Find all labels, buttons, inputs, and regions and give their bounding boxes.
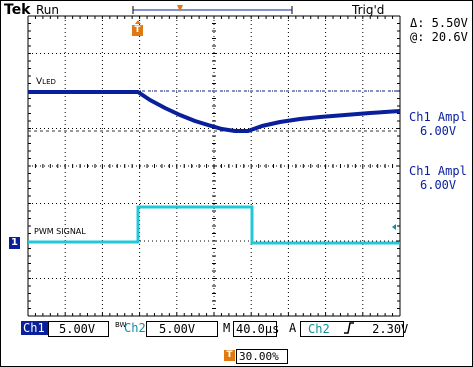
ch2-level-arrow-icon: [392, 224, 396, 230]
cursor-delta-readout: Δ: 5.50V: [410, 16, 468, 30]
brand-logo: Tek: [4, 2, 31, 18]
run-state: Run: [36, 3, 60, 17]
trigger-mode: A: [289, 321, 297, 335]
measurement-2-value: 6.00V: [420, 178, 457, 192]
rising-edge-icon: [343, 322, 354, 334]
ch2-scale[interactable]: 5.00V: [146, 321, 218, 337]
trigger-position-icon-footer: T: [224, 350, 235, 361]
ch1-ground-marker[interactable]: 1: [9, 237, 20, 249]
trigger-source: Ch2: [308, 322, 330, 336]
record-position-bar[interactable]: [132, 5, 293, 14]
timebase-mode: M: [223, 321, 231, 335]
cursor-position-readout: @: 20.6V: [410, 30, 468, 44]
measurement-2-name: Ch1 Ampl: [409, 164, 467, 178]
ch2-label[interactable]: Ch2: [124, 321, 146, 335]
ch1-waveform: [28, 90, 401, 133]
timebase-scale[interactable]: 40.0µs: [233, 321, 279, 337]
trigger-status: Trig'd: [352, 3, 385, 17]
measurement-1-name: Ch1 Ampl: [409, 110, 467, 124]
vled-label: VLED: [36, 77, 56, 87]
bandwidth-limit-icon: BW: [115, 321, 127, 329]
graticule: [27, 15, 401, 317]
ch2-waveform: [28, 205, 400, 245]
trigger-arrow-icon: [135, 20, 141, 24]
ch1-scale[interactable]: 5.00V: [48, 321, 109, 337]
ch1-label[interactable]: Ch1: [21, 321, 48, 335]
pwm-signal-label: PWM SIGNAL: [34, 227, 86, 236]
measurement-1-value: 6.00V: [420, 124, 457, 138]
trigger-settings[interactable]: Ch2 2.30V: [300, 321, 408, 337]
trigger-level: 2.30V: [372, 322, 409, 336]
trigger-position-icon[interactable]: T: [132, 25, 143, 36]
trigger-position-value[interactable]: 30.00%: [236, 349, 288, 364]
